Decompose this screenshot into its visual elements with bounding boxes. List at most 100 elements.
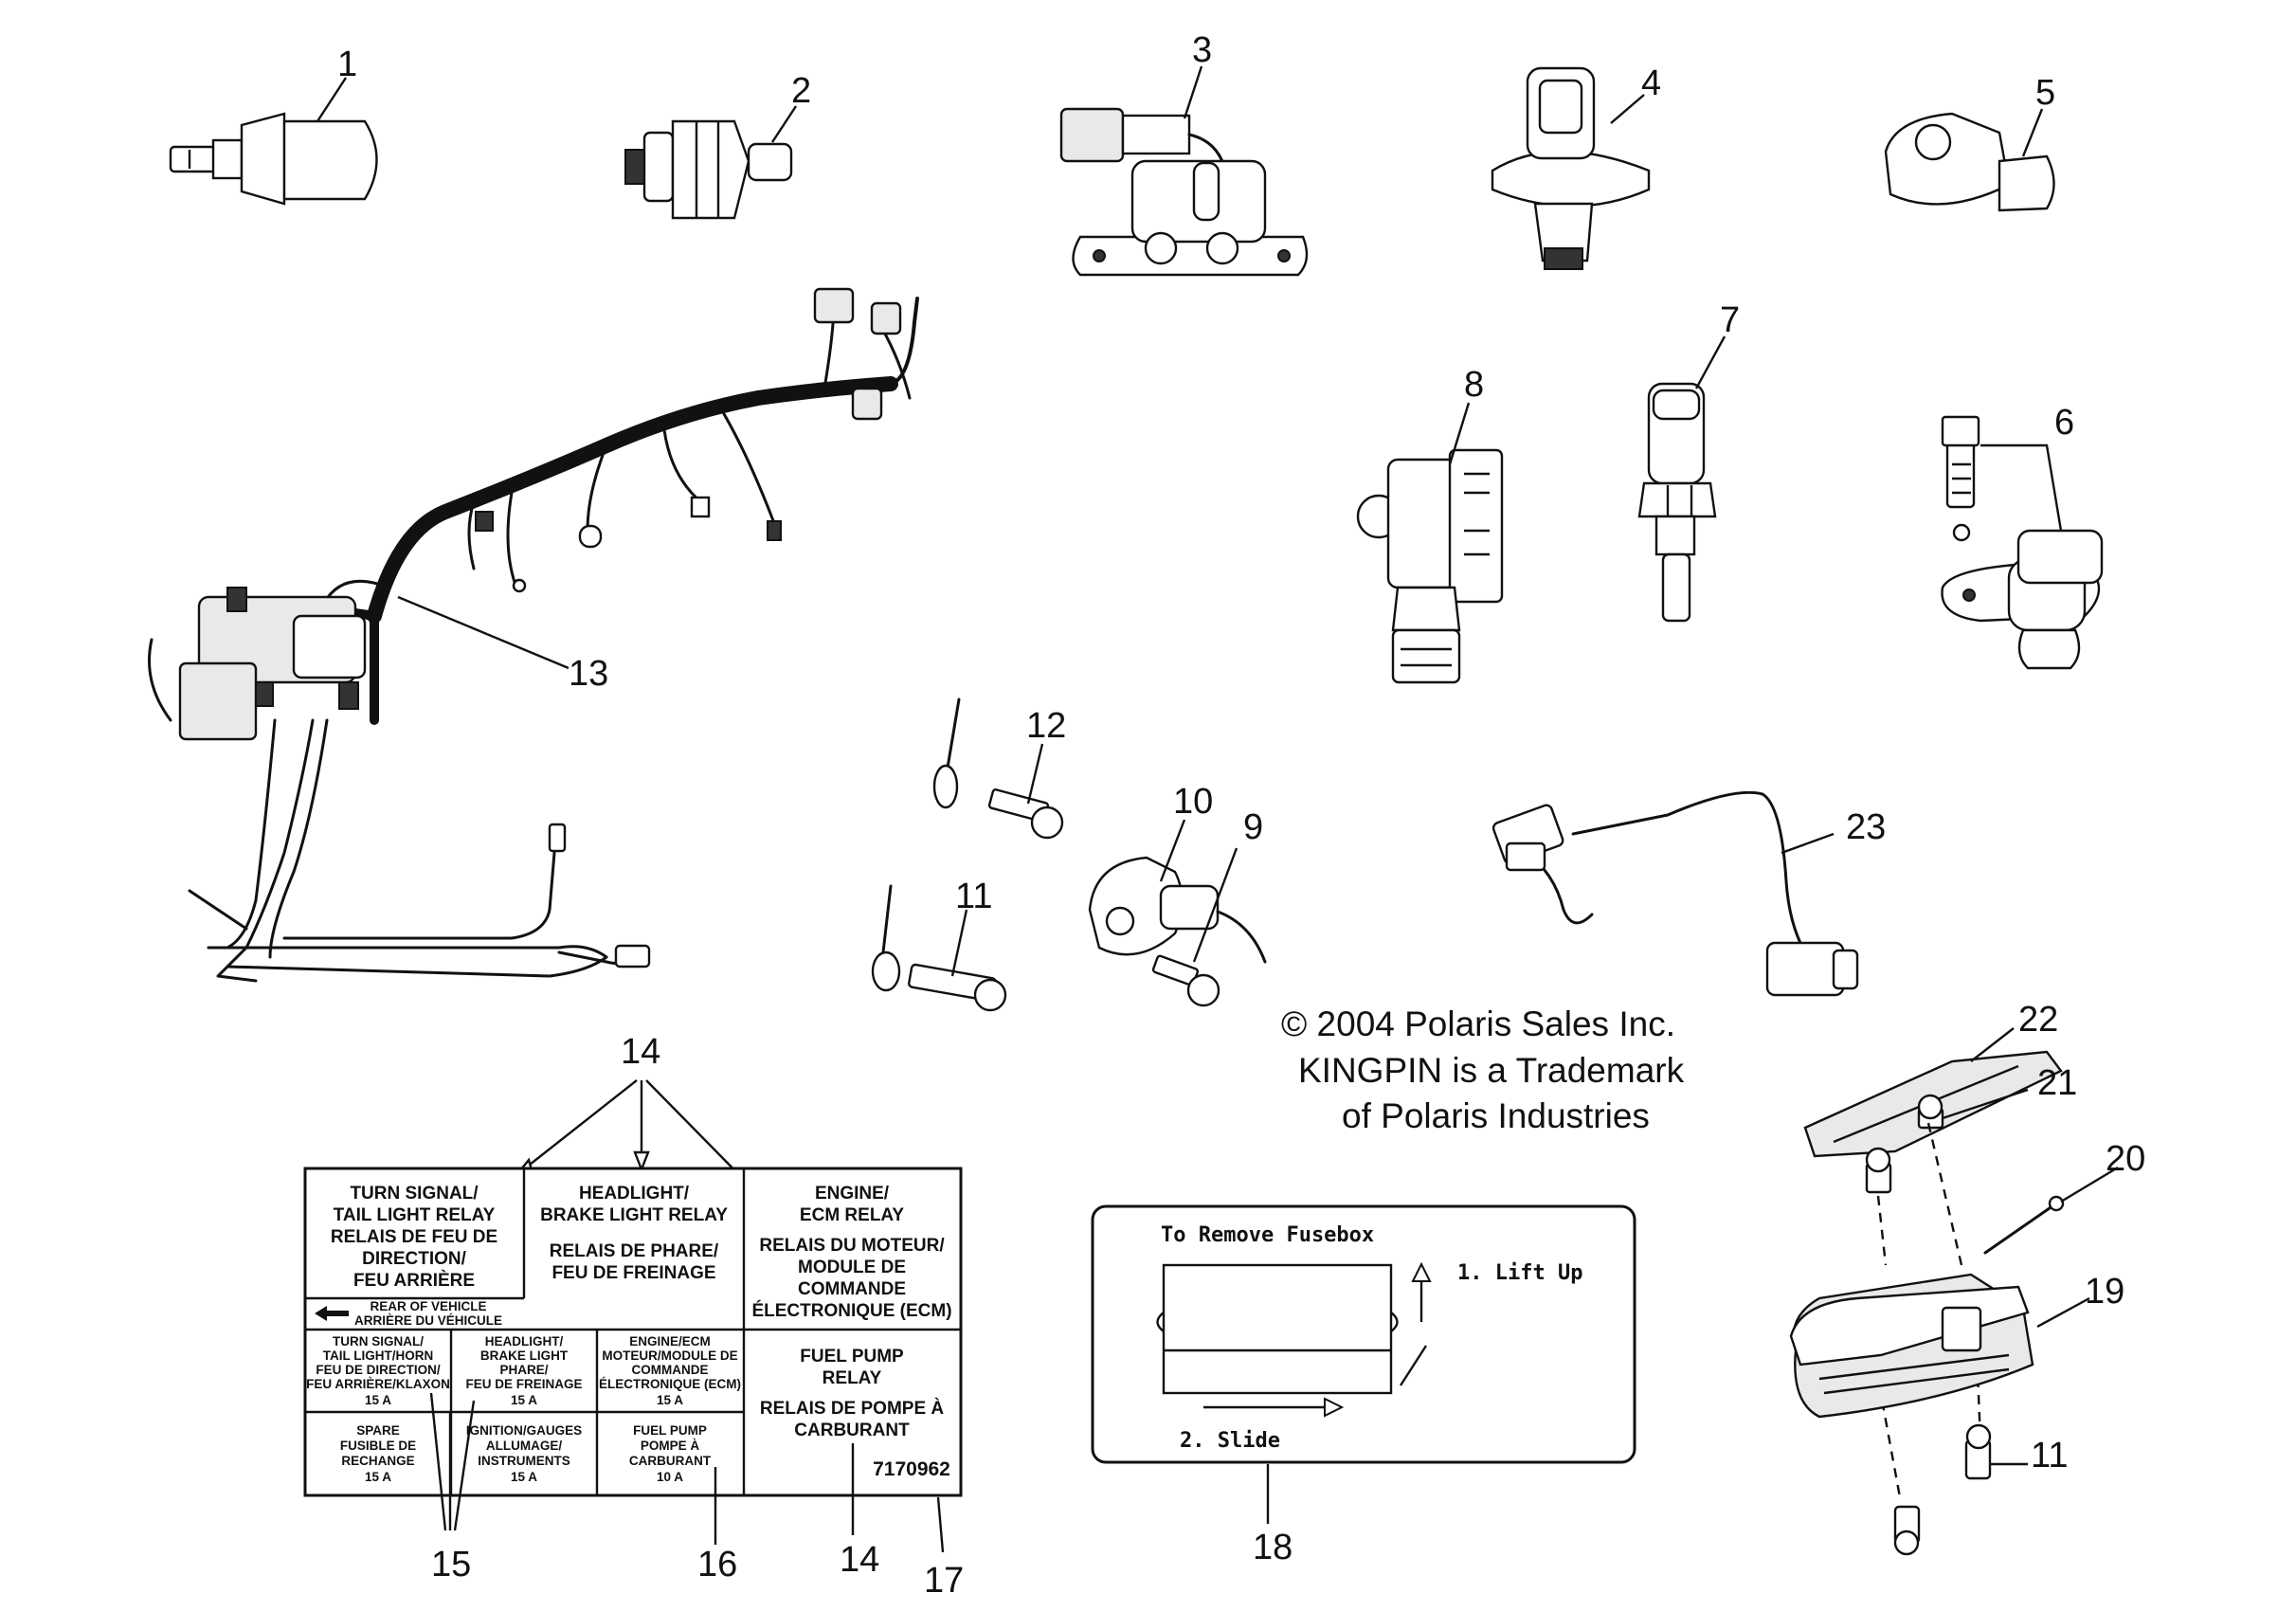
- decal-fuse5-3: 15 A: [511, 1470, 537, 1484]
- decal-fuel-relay-1: RELAY: [823, 1368, 882, 1388]
- callout-13: 13: [569, 654, 608, 694]
- decal-fuse5-1: ALLUMAGE/: [486, 1439, 562, 1453]
- decal-fuel-relay-3: RELAIS DE POMPE À: [760, 1398, 945, 1419]
- leader-9: [1192, 847, 1238, 963]
- part-11-ground-bolt: [871, 884, 1007, 1012]
- leader-20: [2060, 1166, 2119, 1204]
- callout-21: 21: [2037, 1063, 2077, 1103]
- decal-top-mid-3: RELAIS DE PHARE/: [550, 1241, 719, 1261]
- callout-8: 8: [1464, 365, 1484, 405]
- fusebox-decal-step1: 1. Lift Up: [1457, 1261, 1582, 1285]
- decal-fuse6-2: CARBURANT: [629, 1454, 712, 1468]
- part-13-wiring-harness: [148, 287, 919, 983]
- callout-7: 7: [1720, 300, 1740, 340]
- decal-fuse6-1: POMPE À: [641, 1439, 700, 1453]
- decal-fuse2-1: BRAKE LIGHT: [480, 1349, 569, 1363]
- leader-2: [770, 105, 798, 143]
- part-5-throttle-position-sensor: [1884, 112, 2055, 212]
- decal-top-left-4: FEU ARRIÈRE: [353, 1270, 475, 1291]
- decal-top-left-3: DIRECTION/: [362, 1249, 467, 1269]
- lift-up-arrow-icon: [1411, 1261, 1432, 1282]
- callout-9: 9: [1243, 807, 1263, 847]
- part-23-sensor-lead: [1491, 790, 1859, 997]
- decal-fuse2-3: FEU DE FREINAGE: [465, 1377, 582, 1391]
- decal-top-right-0: ENGINE/: [815, 1184, 890, 1204]
- callout-2: 2: [791, 71, 811, 111]
- decal-top-left-2: RELAIS DE FEU DE: [331, 1227, 497, 1247]
- part-4-map-sensor: [1491, 66, 1651, 270]
- leader-1: [316, 77, 348, 122]
- decal-fuse2-4: 15 A: [511, 1393, 537, 1407]
- callout-14a: 14: [621, 1032, 660, 1072]
- part-12-ground-bolt: [932, 697, 1064, 840]
- decal-fuse2-0: HEADLIGHT/: [485, 1334, 564, 1349]
- callout-6: 6: [2054, 403, 2074, 443]
- decal-fuse6-0: FUEL PUMP: [633, 1423, 707, 1438]
- arrow-head-mid: [633, 1150, 650, 1173]
- leader-5: [2021, 108, 2044, 157]
- leader-4: [1610, 94, 1645, 124]
- leader-10: [1159, 819, 1186, 882]
- leader-23: [1781, 832, 1835, 855]
- part-9-screw: [1151, 954, 1220, 1007]
- callout-23: 23: [1846, 807, 1886, 847]
- decal-fuse3-1: MOTEUR/MODULE DE: [602, 1349, 737, 1363]
- leader-12: [1026, 743, 1044, 805]
- fusebox-removal-decal: To Remove Fusebox 1. Lift Up 2. Slide: [1091, 1204, 1636, 1464]
- decal-fuse1-2: FEU DE DIRECTION/: [316, 1363, 441, 1377]
- decal-top-mid-0: HEADLIGHT/: [579, 1184, 690, 1204]
- fusebox-decal-title: To Remove Fusebox: [1161, 1223, 1374, 1247]
- decal-fuse3-3: ÉLECTRONIQUE (ECM): [599, 1377, 741, 1391]
- decal-fuse5-0: IGNITION/GAUGES: [466, 1423, 582, 1438]
- copyright-line-3: of Polaris Industries: [1342, 1096, 1650, 1135]
- decal-fuse3-0: ENGINE/ECM: [629, 1334, 711, 1349]
- dash-line-2: [1926, 1122, 1963, 1266]
- callout-3: 3: [1192, 30, 1212, 70]
- decal-top-left-1: TAIL LIGHT RELAY: [334, 1205, 496, 1225]
- relay-fuse-decal: TURN SIGNAL/ TAIL LIGHT RELAY RELAIS DE …: [303, 1167, 963, 1497]
- callout-12: 12: [1026, 706, 1066, 746]
- part-11-fusebox-screws: [1893, 1423, 1992, 1556]
- leader-14a-left: [515, 1079, 638, 1176]
- callout-16: 16: [697, 1545, 737, 1584]
- copyright-line-1: © 2004 Polaris Sales Inc.: [1281, 1005, 1675, 1043]
- fusebox-decal-step2: 2. Slide: [1180, 1429, 1280, 1453]
- decal-top-right-6: ÉLECTRONIQUE (ECM): [751, 1300, 951, 1321]
- callout-15: 15: [431, 1545, 471, 1584]
- decal-top-left-0: TURN SIGNAL/: [350, 1184, 479, 1204]
- callout-22: 22: [2018, 1000, 2058, 1040]
- decal-fuse3-4: 15 A: [657, 1393, 683, 1407]
- rear-arrow-icon: [315, 1306, 349, 1321]
- part-20-pin: [1983, 1195, 2065, 1255]
- leader-17: [936, 1496, 945, 1553]
- part-19-fusebox: [1789, 1273, 2034, 1419]
- slide-arrow-icon: [1324, 1397, 1345, 1418]
- decal-fuse5-2: INSTRUMENTS: [478, 1454, 570, 1468]
- dash-line-1: [1876, 1195, 1888, 1266]
- part-21-screws: [1865, 1094, 1944, 1194]
- decal-fuse6-3: 10 A: [657, 1470, 683, 1484]
- leader-21: [1942, 1088, 2029, 1120]
- callout-11b: 11: [2031, 1436, 2068, 1475]
- decal-top-right-5: COMMANDE: [798, 1279, 906, 1299]
- decal-top-right-1: ECM RELAY: [800, 1205, 904, 1225]
- callout-4: 4: [1641, 63, 1661, 103]
- leader-11a: [950, 909, 968, 977]
- decal-rear-1: ARRIÈRE DU VÉHICULE: [354, 1313, 502, 1328]
- part-7-temp-sensor: [1637, 382, 1717, 623]
- decal-fuse2-2: PHARE/: [499, 1363, 548, 1377]
- part-8-pressure-sensor: [1356, 448, 1504, 684]
- decal-fuse1-1: TAIL LIGHT/HORN: [323, 1349, 434, 1363]
- decal-fuse4-0: SPARE: [356, 1423, 400, 1438]
- decal-fuse1-0: TURN SIGNAL/: [333, 1334, 424, 1349]
- callout-14b: 14: [840, 1540, 879, 1580]
- copyright-line-2: KINGPIN is a Trademark: [1298, 1051, 1685, 1090]
- decal-fuse4-2: RECHANGE: [341, 1454, 414, 1468]
- callout-18: 18: [1253, 1528, 1293, 1567]
- leader-7: [1694, 335, 1727, 389]
- decal-fuse3-2: COMMANDE: [632, 1363, 709, 1377]
- decal-fuse1-3: FEU ARRIÈRE/KLAXON: [306, 1377, 450, 1391]
- leader-3: [1183, 65, 1203, 119]
- callout-19: 19: [2085, 1272, 2124, 1312]
- part-3-starter-solenoid: [1059, 107, 1309, 277]
